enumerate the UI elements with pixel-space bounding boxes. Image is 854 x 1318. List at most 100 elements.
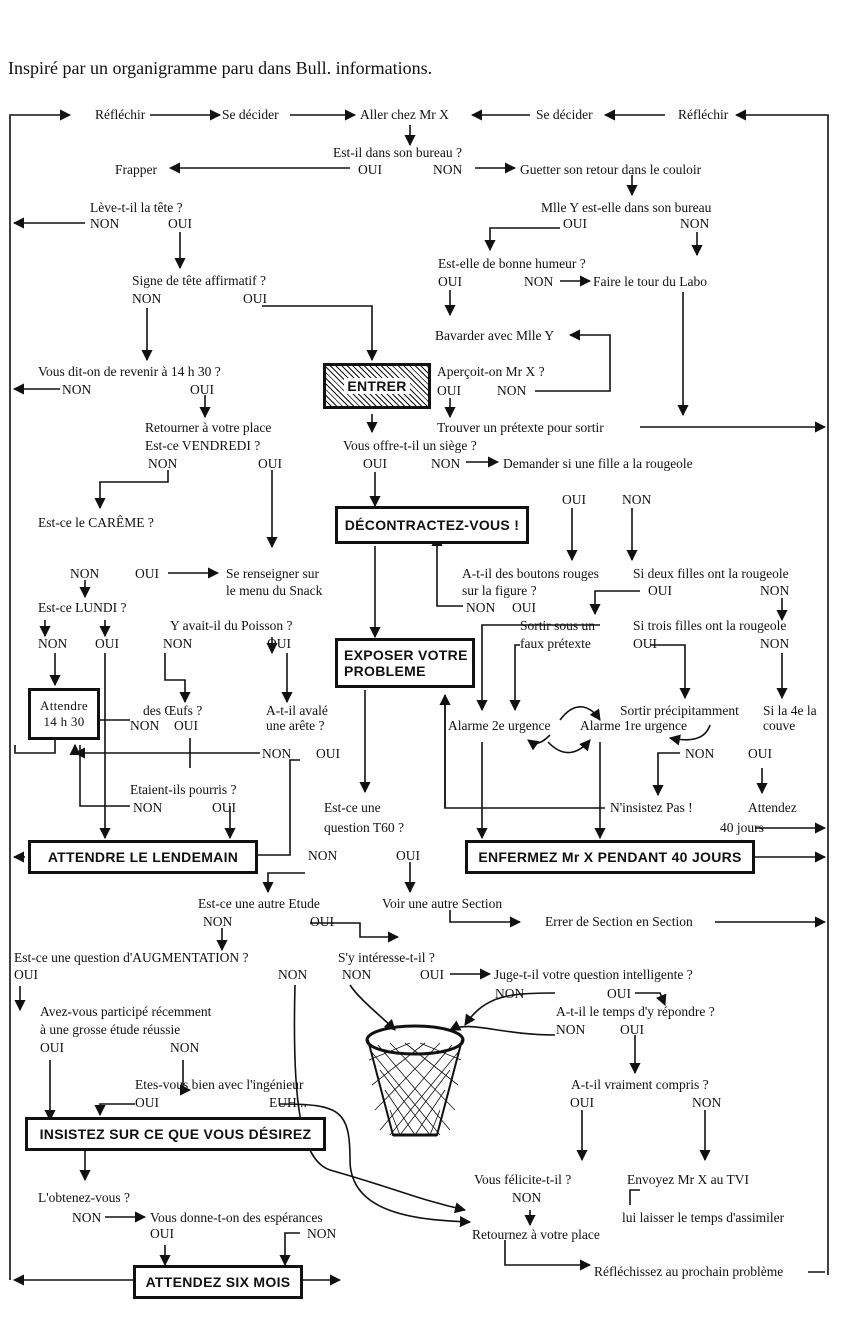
oui-label: OUI xyxy=(243,291,267,306)
oui-label: OUI xyxy=(150,1226,174,1241)
reflechir-right: Réfléchir xyxy=(678,107,729,122)
tvi: Envoyez Mr X au TVI xyxy=(627,1172,749,1187)
obtenez: L'obtenez-vous ? xyxy=(38,1190,131,1205)
se-decider-left: Se décider xyxy=(222,107,279,122)
page-title: Inspiré par un organigramme paru dans Bu… xyxy=(8,58,433,78)
non-label: NON xyxy=(163,636,193,651)
oui-label: OUI xyxy=(267,636,291,651)
bavarder: Bavarder avec Mlle Y xyxy=(435,328,555,343)
non-label: NON xyxy=(466,600,496,615)
si-4e-line1: Si la 4e la xyxy=(763,703,817,718)
attendre-line2: 14 h 30 xyxy=(43,714,85,729)
compris: A-t-il vraiment compris ? xyxy=(571,1077,709,1092)
non-label: NON xyxy=(70,566,100,581)
pretexte: Trouver un prétexte pour sortir xyxy=(437,420,604,435)
oui-label: OUI xyxy=(316,746,340,761)
aller-chez-mrx: Aller chez Mr X xyxy=(360,107,449,122)
non-label: NON xyxy=(495,986,525,1001)
non-label: NON xyxy=(685,746,715,761)
non-label: NON xyxy=(342,967,372,982)
participe-line2: à une grosse étude réussie xyxy=(40,1022,181,1037)
non-label: NON xyxy=(308,848,338,863)
leve-tete: Lève-t-il la tête ? xyxy=(90,200,183,215)
non-label: NON xyxy=(170,1040,200,1055)
basket-icon xyxy=(365,1024,465,1137)
attendez-line2: 40 jours xyxy=(720,820,764,835)
non-label: NON xyxy=(433,162,463,177)
t60-line1: Est-ce une xyxy=(324,800,381,815)
guetter: Guetter son retour dans le couloir xyxy=(520,162,702,177)
non-label: NON xyxy=(203,914,233,929)
temps-repondre: A-t-il le temps d'y répondre ? xyxy=(556,1004,715,1019)
pourris: Etaient-ils pourris ? xyxy=(130,782,237,797)
oui-label: OUI xyxy=(40,1040,64,1055)
alarme1: Alarme 1re urgence xyxy=(580,718,687,733)
oeufs: des Œufs ? xyxy=(143,703,203,718)
non-label: NON xyxy=(680,216,710,231)
attendez-line1: Attendez xyxy=(748,800,797,815)
arete1: A-t-il avalé xyxy=(266,703,328,718)
assimiler: lui laisser le temps d'assimiler xyxy=(622,1210,785,1225)
augmentation: Est-ce une question d'AUGMENTATION ? xyxy=(14,950,249,965)
faux-pretexte: faux prétexte xyxy=(520,636,591,651)
vendredi: Est-ce VENDREDI ? xyxy=(145,438,261,453)
intelligente: Juge-t-il votre question intelligente ? xyxy=(494,967,693,982)
exposer-line1: EXPOSER VOTRE xyxy=(344,646,468,663)
bonne-humeur: Est-elle de bonne humeur ? xyxy=(438,256,586,271)
non-label: NON xyxy=(133,800,163,815)
non-label: NON xyxy=(130,718,160,733)
oui-label: OUI xyxy=(95,636,119,651)
non-label: NON xyxy=(72,1210,102,1225)
decontractez-box: DÉCONTRACTEZ-VOUS ! xyxy=(335,506,529,544)
non-label: NON xyxy=(524,274,554,289)
non-label: NON xyxy=(497,383,527,398)
non-label: NON xyxy=(148,456,178,471)
autre-section: Voir une autre Section xyxy=(382,896,503,911)
non-label: NON xyxy=(760,636,790,651)
insistez-pas: N'insistez Pas ! xyxy=(610,800,693,815)
oui-label: OUI xyxy=(358,162,382,177)
oui-label: OUI xyxy=(396,848,420,863)
sortir-sous: Sortir sous un xyxy=(520,618,596,633)
retournez: Retournez à votre place xyxy=(472,1227,600,1242)
oui-label: OUI xyxy=(620,1022,644,1037)
insistez-box: INSISTEZ SUR CE QUE VOUS DÉSIREZ xyxy=(25,1117,326,1151)
participe-line1: Avez-vous participé récemment xyxy=(40,1004,212,1019)
exposer-line2: PROBLEME xyxy=(344,663,426,679)
non-label: NON xyxy=(307,1226,337,1241)
non-label: NON xyxy=(262,746,292,761)
errer: Errer de Section en Section xyxy=(545,914,693,929)
siege: Vous offre-t-il un siège ? xyxy=(343,438,477,453)
enfermez-box: ENFERMEZ Mr X PENDANT 40 JOURS xyxy=(465,840,755,874)
non-label: NON xyxy=(62,382,92,397)
careme: Est-ce le CARÊME ? xyxy=(38,515,154,530)
q-bureau: Est-il dans son bureau ? xyxy=(333,145,462,160)
non-label: NON xyxy=(692,1095,722,1110)
oui-label: OUI xyxy=(190,382,214,397)
retourner-place: Retourner à votre place xyxy=(145,420,272,435)
six-mois-box: ATTENDEZ SIX MOIS xyxy=(133,1265,303,1299)
lundi: Est-ce LUNDI ? xyxy=(38,600,127,615)
euh: EUH... xyxy=(269,1095,307,1110)
attendre-line1: Attendre xyxy=(40,698,88,714)
sortir-precip: Sortir précipitamment xyxy=(620,703,739,718)
attendre-1430-box: Attendre 14 h 30 xyxy=(28,688,100,740)
non-label: NON xyxy=(760,583,790,598)
non-label: NON xyxy=(431,456,461,471)
ingenieur: Etes-vous bien avec l'ingénieur xyxy=(135,1077,304,1092)
felicite: Vous félicite-t-il ? xyxy=(474,1172,572,1187)
non-label: NON xyxy=(512,1190,542,1205)
oui-label: OUI xyxy=(438,274,462,289)
snack2: le menu du Snack xyxy=(226,583,323,598)
mlle-y-bureau: Mlle Y est-elle dans son bureau xyxy=(541,200,712,215)
oui-label: OUI xyxy=(310,914,334,929)
oui-label: OUI xyxy=(420,967,444,982)
oui-label: OUI xyxy=(168,216,192,231)
oui-label: OUI xyxy=(174,718,198,733)
poisson: Y avait-il du Poisson ? xyxy=(170,618,293,633)
si-4e-line2: couve xyxy=(763,718,796,733)
oui-label: OUI xyxy=(258,456,282,471)
lendemain-box: ATTENDRE LE LENDEMAIN xyxy=(28,840,258,874)
non-label: NON xyxy=(278,967,308,982)
oui-label: OUI xyxy=(512,600,536,615)
